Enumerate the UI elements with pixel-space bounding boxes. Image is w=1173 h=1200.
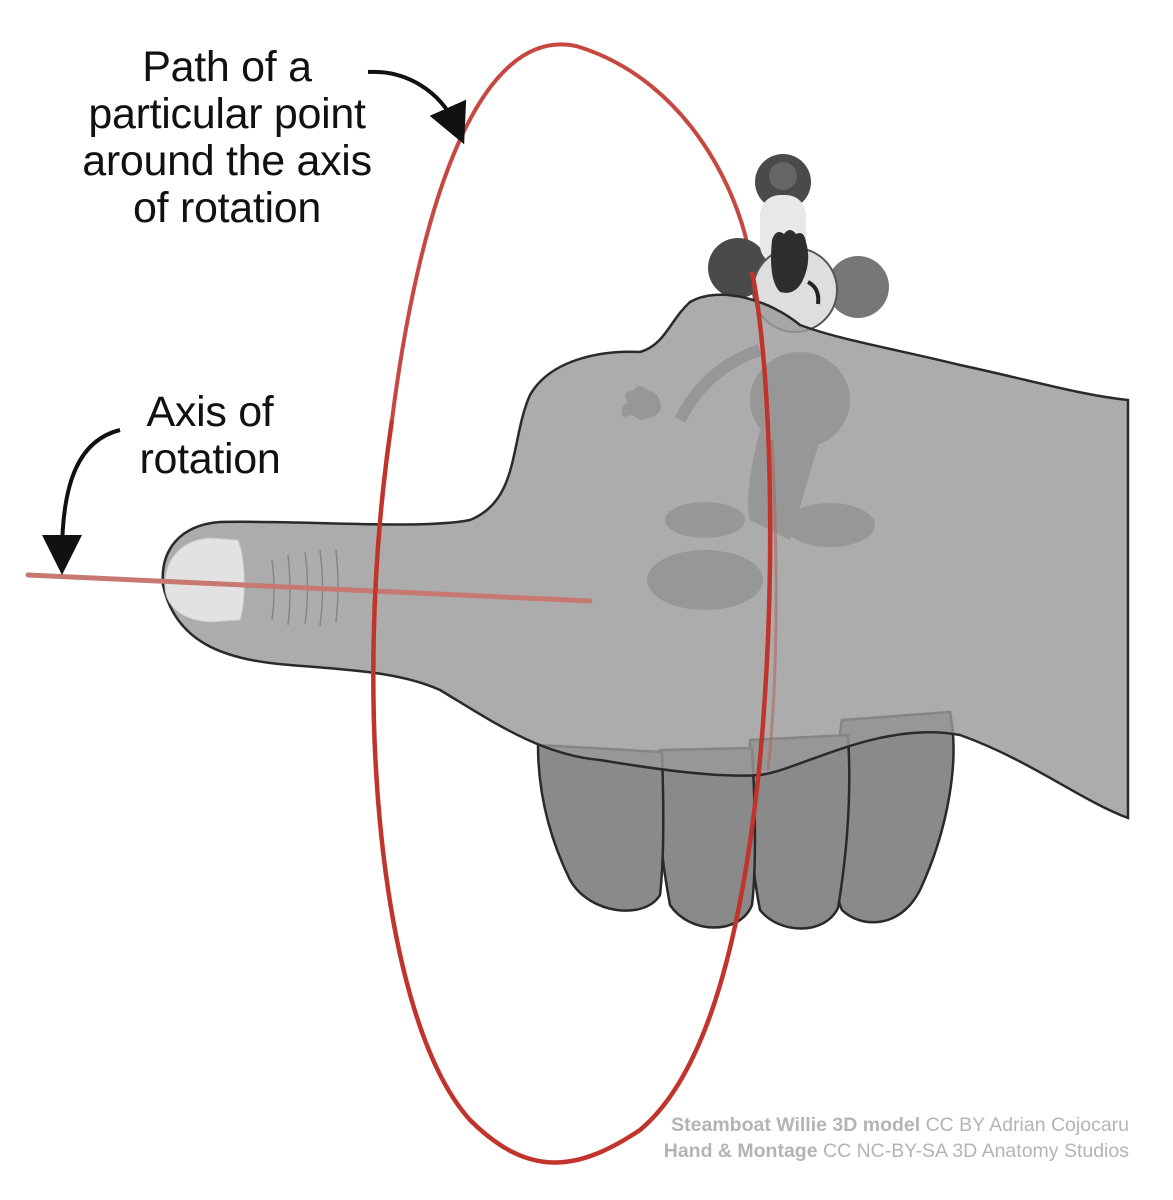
curled-fingers: [536, 710, 955, 930]
axis-label: Axis of rotation: [110, 389, 310, 483]
rotation-path-label-line: Path of a: [142, 43, 312, 91]
figure-silhouette: [621, 344, 875, 610]
steamboat-willie-figure: [708, 154, 889, 333]
credit-line: Steamboat Willie 3D model CC BY Adrian C…: [671, 1114, 1129, 1136]
axis-label-line: rotation: [139, 435, 281, 483]
rotation-path-label-line: particular point: [88, 90, 366, 138]
credit-line: Hand & Montage CC NC-BY-SA 3D Anatomy St…: [663, 1140, 1129, 1162]
axis-label-line: Axis of: [146, 388, 274, 436]
rotation-path-front: [371, 271, 773, 1165]
rotation-path-label-line: of rotation: [133, 184, 321, 232]
image-credits: Steamboat Willie 3D model CC BY Adrian C…: [664, 1112, 1129, 1164]
curved-arrow-icon: [42, 428, 121, 575]
hand: [161, 293, 1130, 820]
rotation-path-label-line: around the axis: [82, 137, 372, 185]
thumbnail: [164, 537, 245, 623]
rotation-path-inside: [766, 439, 778, 771]
axis-of-rotation-line: [25, 572, 593, 604]
rotation-path-label: Path of a particular point around the ax…: [62, 44, 392, 232]
curved-arrow-icon: [367, 69, 467, 145]
rotation-path-back: [390, 42, 754, 421]
